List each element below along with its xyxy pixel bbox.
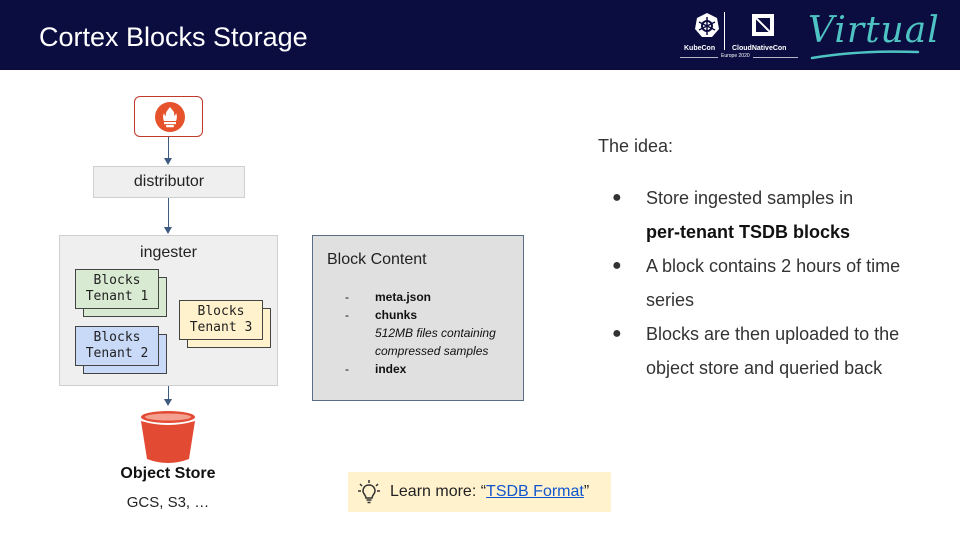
item-description: compressed samples (375, 344, 489, 358)
bullet-dot: ● (612, 189, 622, 206)
block-card-tenant-2: Blocks Tenant 2 (75, 326, 159, 366)
cncf-icon (752, 14, 774, 36)
virtual-swoosh-icon (810, 50, 920, 60)
arrow-head (164, 399, 172, 406)
ingester-label: ingester (140, 244, 197, 261)
card-line2: Tenant 3 (189, 320, 253, 335)
item-name: chunks (375, 308, 418, 322)
learn-more-suffix: ” (583, 483, 590, 500)
block-card-tenant-1: Blocks Tenant 1 (75, 269, 159, 309)
virtual-label: Virtual (808, 10, 940, 51)
slide-header: Cortex Blocks Storage KubeCon CloudNativ… (0, 0, 960, 70)
list-item: - index (343, 360, 518, 378)
learn-more-text: Learn more: “TSDB Format” (390, 483, 589, 501)
learn-more-callout: Learn more: “TSDB Format” (348, 472, 611, 512)
bullet-text: Blocks are then uploaded to the object s… (646, 324, 900, 378)
block-content-list: - meta.json - chunks 512MB files contain… (343, 288, 518, 378)
item-name: meta.json (375, 290, 432, 304)
bullet-item: ● Blocks are then uploaded to the object… (612, 317, 932, 385)
tsdb-format-link[interactable]: TSDB Format (486, 483, 584, 500)
object-store-providers: GCS, S3, … (126, 494, 210, 511)
prometheus-box (134, 96, 203, 137)
kubernetes-icon (695, 13, 719, 37)
idea-bullet-list: ● Store ingested samples in per-tenant T… (612, 181, 932, 385)
arrow-head (164, 227, 172, 234)
bullet-text: Store ingested samples in (646, 188, 854, 208)
bucket-icon (141, 411, 195, 463)
block-content-box: Block Content - meta.json - chunks 512MB… (312, 235, 524, 401)
card-line1: Blocks (93, 273, 141, 288)
bullet-bold-text: per-tenant TSDB blocks (646, 222, 851, 242)
arrow-distributor-ingester (168, 198, 169, 228)
conference-logos: KubeCon CloudNativeCon Europe 2020 Virtu… (672, 8, 942, 64)
block-card-tenant-3: Blocks Tenant 3 (179, 300, 263, 340)
lightbulb-icon (358, 480, 380, 504)
block-content-title: Block Content (327, 251, 427, 268)
kubecon-logo: KubeCon (680, 10, 732, 56)
cloudnativecon-logo: CloudNativeCon (730, 10, 800, 56)
ingester-box: ingester Blocks Tenant 1 Blocks Tenant 2… (59, 235, 278, 386)
item-description: 512MB files containing (375, 326, 496, 340)
arrow-prometheus-distributor (168, 137, 169, 159)
bullet-dot: ● (612, 257, 622, 274)
list-dash: - (345, 362, 349, 376)
list-dash: - (345, 308, 349, 322)
list-item: - meta.json (343, 288, 518, 306)
card-line1: Blocks (197, 304, 245, 319)
card-line1: Blocks (93, 330, 141, 345)
object-store-label: Object Store (120, 465, 216, 482)
learn-more-prefix: Learn more: “ (390, 483, 487, 500)
list-dash: - (345, 290, 349, 304)
list-item: - chunks 512MB files containing compress… (343, 306, 518, 360)
card-line2: Tenant 2 (85, 346, 149, 361)
bullet-item: ● A block contains 2 hours of time serie… (612, 249, 932, 317)
europe-label: Europe 2020 (718, 53, 753, 59)
arrow-ingester-object-store (168, 386, 169, 400)
arrow-head (164, 158, 172, 165)
bullet-dot: ● (612, 325, 622, 342)
cloudnativecon-label: CloudNativeCon (732, 45, 787, 52)
prometheus-icon (155, 102, 185, 132)
bullet-item: ● Store ingested samples in per-tenant T… (612, 181, 932, 249)
logo-divider (724, 12, 725, 50)
kubecon-label: KubeCon (684, 45, 716, 52)
slide-title: Cortex Blocks Storage (39, 22, 308, 52)
card-line2: Tenant 1 (85, 289, 149, 304)
idea-heading: The idea: (598, 136, 674, 156)
distributor-box: distributor (93, 166, 245, 198)
item-name: index (375, 362, 407, 376)
bullet-text: A block contains 2 hours of time series (646, 256, 901, 310)
